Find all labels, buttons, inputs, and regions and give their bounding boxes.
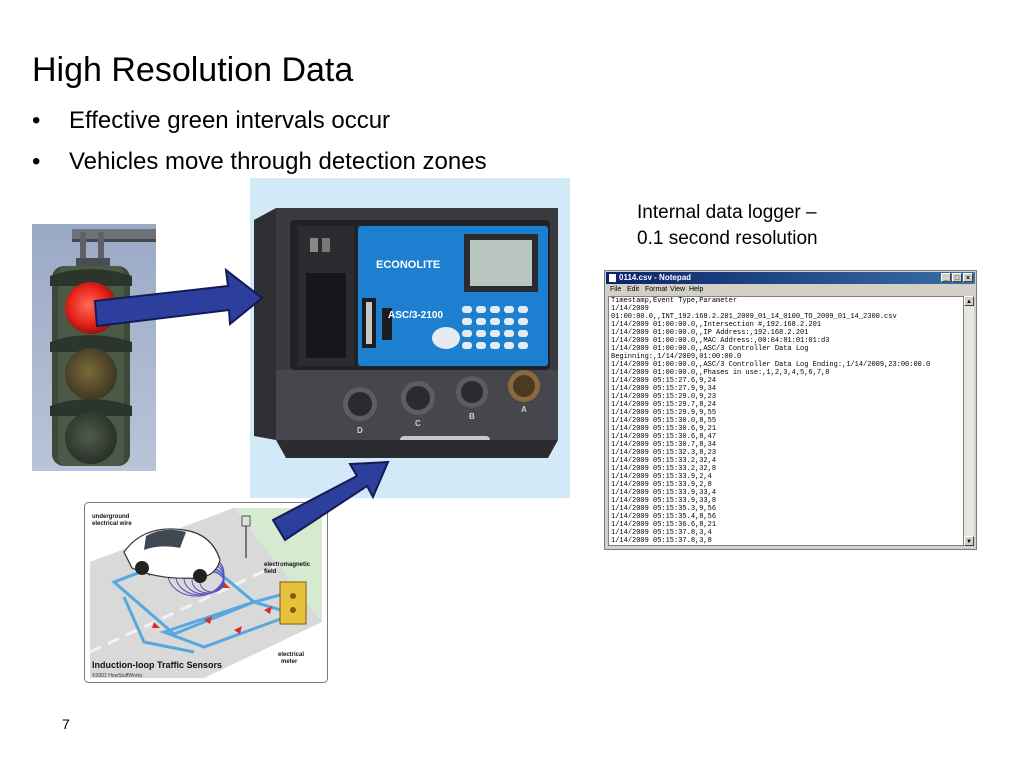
- caption-line: Internal data logger –: [637, 202, 817, 223]
- label-meter-line1: electrical: [278, 652, 304, 658]
- notepad-menubar: File Edit Format View Help: [606, 285, 975, 295]
- connector-label: D: [357, 426, 363, 435]
- connector-label: C: [415, 419, 421, 428]
- notepad-line: 1/14/2009 05:15:36.6,8,21: [611, 521, 717, 529]
- notepad-line: 1/14/2009 01:00:00.0,,Intersection #,192…: [611, 321, 822, 329]
- label-meter-line2: meter: [281, 659, 298, 665]
- controller-model: ASC/3-2100: [388, 310, 443, 321]
- label-wire-line2: electrical wire: [92, 521, 132, 527]
- label-wire-line1: underground: [92, 514, 130, 520]
- notepad-line: 01:00:00.0,,INT_192.168.2.201_2009_01_14…: [611, 313, 897, 321]
- bullet-text: Vehicles move through detection zones: [69, 148, 487, 175]
- notepad-line: Beginning:,1/14/2009,01:00:00.0: [611, 353, 742, 361]
- notepad-line: 1/14/2009 05:15:33.9,2,8: [611, 481, 712, 489]
- logger-caption: Internal data logger – 0.1 second resolu…: [637, 200, 818, 252]
- notepad-line: 1/14/2009 05:15:35.4,8,56: [611, 513, 717, 521]
- label-field-line2: field: [264, 569, 277, 575]
- notepad-line: 1/14/2009 01:00:00.0,,IP Address:,192.16…: [611, 329, 809, 337]
- notepad-line: 1/14/2009 01:00:00.0,,ASC/3 Controller D…: [611, 345, 809, 353]
- vertical-scrollbar[interactable]: ▲ ▼: [964, 296, 974, 546]
- menu-edit[interactable]: Edit: [627, 286, 640, 293]
- notepad-line: 1/14/2009 05:15:33.9,33,8: [611, 497, 717, 505]
- controller-brand: ECONOLITE: [376, 259, 440, 271]
- diagram-title: Induction-loop Traffic Sensors: [92, 660, 222, 670]
- menu-file[interactable]: File: [610, 286, 622, 293]
- scroll-down-icon[interactable]: ▼: [964, 536, 974, 546]
- notepad-window: 0114.csv - Notepad _ □ × File Edit Forma…: [604, 270, 977, 550]
- notepad-line: 1/14/2009 05:15:29.0,9,23: [611, 393, 717, 401]
- notepad-line: 1/14/2009 05:15:30.6,9,21: [611, 425, 717, 433]
- induction-loop-diagram: underground electrical wire electromagne…: [84, 502, 328, 683]
- bullet-text: Effective green intervals occur: [69, 107, 391, 134]
- notepad-line: 1/14/2009 05:15:33.9,33,4: [611, 489, 717, 497]
- caption-line: 0.1 second resolution: [637, 228, 818, 249]
- notepad-line: 1/14/2009 05:15:30.7,8,34: [611, 441, 717, 449]
- notepad-line: 1/14/2009: [611, 305, 649, 313]
- notepad-line: Timestamp,Event Type,Parameter: [611, 297, 738, 305]
- controller-photo: ECONOLITE ASC/3-2100 D C B A: [250, 178, 570, 498]
- notepad-line: 1/14/2009 05:15:37.8,3,4: [611, 529, 712, 537]
- notepad-line: 1/14/2009 05:15:30.6,8,47: [611, 433, 717, 441]
- notepad-window-title: 0114.csv - Notepad: [619, 273, 692, 282]
- notepad-line: 1/14/2009 05:15:39.8,1,2: [611, 545, 930, 546]
- notepad-line: 1/14/2009 05:15:29.9,9,55: [611, 409, 717, 417]
- notepad-app-icon: [609, 274, 616, 282]
- close-button[interactable]: ×: [963, 273, 973, 282]
- minimize-button[interactable]: _: [941, 273, 951, 282]
- notepad-line: 1/14/2009 05:15:35.3,9,56: [611, 505, 717, 513]
- connector-label: A: [521, 405, 527, 414]
- menu-view[interactable]: View: [670, 286, 686, 293]
- notepad-line: 1/14/2009 05:15:33.9,2,4: [611, 473, 712, 481]
- notepad-line: 1/14/2009 05:15:33.2,32,8: [611, 465, 717, 473]
- bullet-marker: •: [32, 148, 41, 175]
- notepad-line: 1/14/2009 01:00:00.0,,MAC Address:,00:04…: [611, 337, 830, 345]
- notepad-line: 1/14/2009 05:15:33.2,32,4: [611, 457, 717, 465]
- notepad-line: 1/14/2009 05:15:27.9,9,34: [611, 385, 717, 393]
- menu-help[interactable]: Help: [689, 286, 704, 293]
- slide-title: High Resolution Data: [32, 51, 354, 89]
- notepad-titlebar[interactable]: 0114.csv - Notepad _ □ ×: [606, 272, 975, 284]
- notepad-line: 1/14/2009 01:00:00.0,,ASC/3 Controller D…: [611, 361, 931, 369]
- notepad-line: 1/14/2009 01:00:00.0,,Phases in use:,1,2…: [611, 369, 830, 377]
- notepad-line: 1/14/2009 05:15:37.8,3,8: [611, 537, 712, 545]
- scroll-up-icon[interactable]: ▲: [964, 296, 974, 306]
- bullet-marker: •: [32, 107, 41, 134]
- traffic-light-photo: [32, 224, 156, 471]
- diagram-copyright: ©2001 HowStuffWorks: [92, 672, 143, 679]
- notepad-line: 1/14/2009 05:15:30.0,8,55: [611, 417, 717, 425]
- maximize-button[interactable]: □: [952, 273, 962, 282]
- menu-format[interactable]: Format: [645, 286, 668, 293]
- notepad-line: 1/14/2009 05:15:29.7,8,24: [611, 401, 717, 409]
- slide-number: 7: [62, 716, 70, 732]
- notepad-line: 1/14/2009 05:15:27.6,9,24: [611, 377, 717, 385]
- notepad-line: 1/14/2009 05:15:32.3,8,23: [611, 449, 717, 457]
- label-field-line1: electromagnetic: [264, 562, 311, 568]
- connector-label: B: [469, 412, 475, 421]
